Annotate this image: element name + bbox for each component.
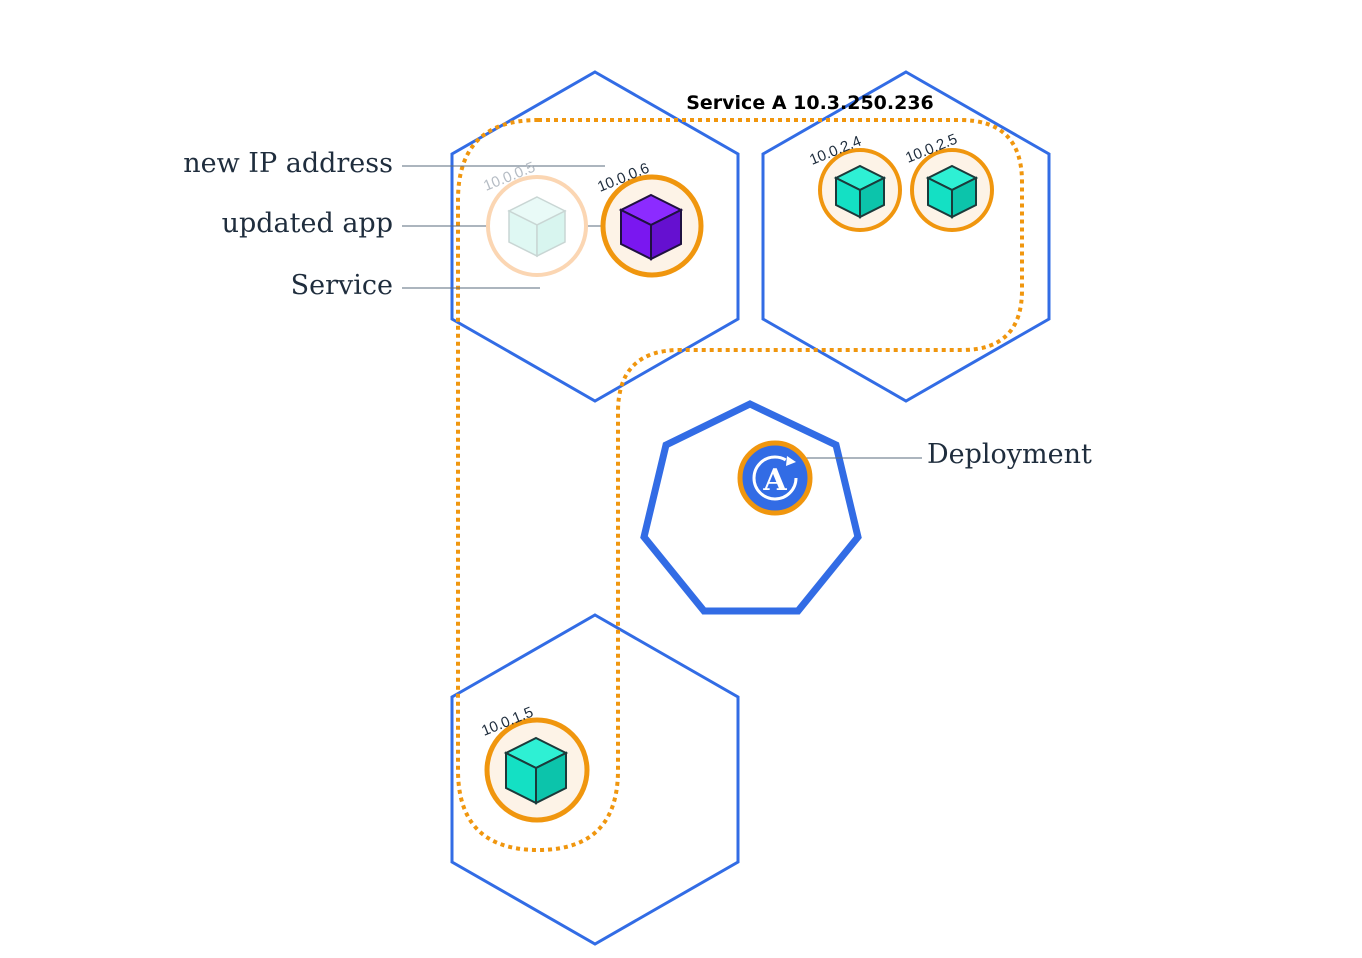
updated-container-cube-icon [618, 193, 684, 261]
deployment-letter: A [762, 463, 787, 498]
callout-service: Service [291, 270, 393, 301]
deployment-cycle-icon [752, 455, 798, 501]
callout-updated-app: updated app [222, 208, 393, 239]
node-hexagon-1 [450, 70, 740, 403]
pod-running: 10.0.2.4 [807, 133, 902, 232]
deployment-badge: A [737, 440, 813, 516]
container-cube-icon [925, 164, 979, 219]
container-cube-icon [503, 736, 569, 805]
node-hexagon-2 [761, 70, 1051, 403]
faded-container-cube-icon [507, 196, 567, 258]
callout-deployment: Deployment [927, 439, 1092, 470]
pod-running: 10.0.2.5 [903, 131, 994, 232]
pod-updated: 10.0.0.6 [595, 160, 704, 278]
pod-running: 10.0.1.5 [479, 704, 590, 823]
container-cube-icon [833, 164, 887, 219]
node-hexagon-3 [450, 613, 740, 946]
deployment-cycle-arrow-icon [786, 456, 796, 466]
service-boundary [456, 118, 1024, 853]
callout-new-ip-address: new IP address [183, 148, 393, 179]
pod-terminating: 10.0.0.5 [481, 159, 588, 277]
master-heptagon [640, 400, 862, 615]
service-title: Service A 10.3.250.236 [686, 92, 934, 114]
